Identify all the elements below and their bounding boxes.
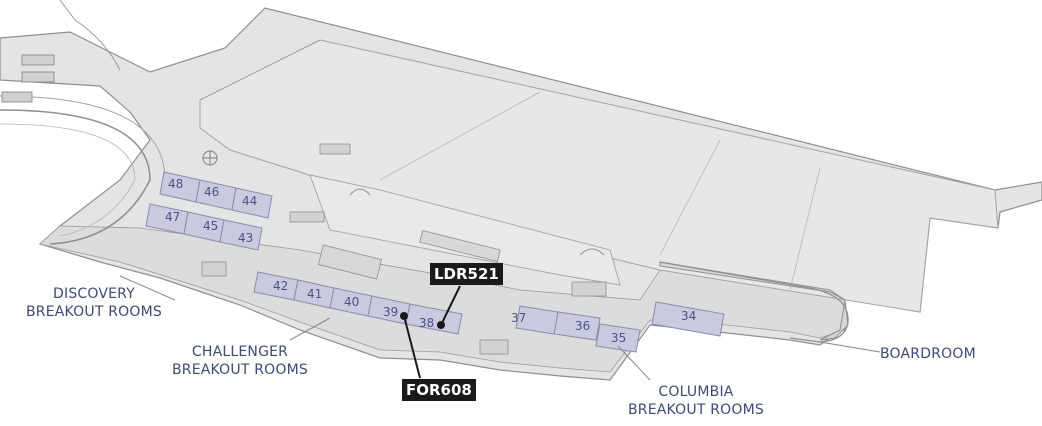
discovery-label-line2: BREAKOUT ROOMS: [26, 304, 162, 320]
discovery-rooms: [145, 171, 273, 251]
label-leaders: [119, 275, 881, 381]
room-48: 48: [168, 177, 183, 191]
boardroom-label: BOARDROOM: [880, 346, 976, 362]
marker-ldr521[interactable]: LDR521: [430, 263, 503, 285]
room-46: 46: [204, 185, 219, 199]
columbia-rooms: [515, 301, 725, 353]
room-41: 41: [307, 287, 322, 301]
room-38: 38: [419, 316, 434, 330]
room-35: 35: [611, 331, 626, 345]
room-36: 36: [575, 319, 590, 333]
marker-for608[interactable]: FOR608: [402, 379, 476, 401]
for608-pointer: [403, 315, 421, 379]
challenger-label-line2: BREAKOUT ROOMS: [172, 362, 308, 378]
columbia-label: COLUMBIA BREAKOUT ROOMS: [628, 383, 764, 419]
for608-dot: [400, 312, 408, 320]
columbia-label-line2: BREAKOUT ROOMS: [628, 402, 764, 418]
discovery-label: DISCOVERY BREAKOUT ROOMS: [26, 285, 162, 321]
boardroom-area: [659, 261, 849, 341]
room-44: 44: [242, 194, 257, 208]
room-numbers: 48 46 44 47 45 43 42 41 40 39 38 37 36 3…: [165, 177, 696, 345]
ldr521-pointer: [440, 285, 461, 326]
room-39: 39: [383, 305, 398, 319]
discovery-label-line1: DISCOVERY: [53, 286, 135, 302]
ldr521-dot: [437, 321, 445, 329]
room-42: 42: [273, 279, 288, 293]
room-43: 43: [238, 231, 253, 245]
challenger-label: CHALLENGER BREAKOUT ROOMS: [172, 343, 308, 379]
rotunda: [0, 109, 151, 245]
room-34: 34: [681, 309, 696, 323]
room-45: 45: [203, 219, 218, 233]
challenger-label-line1: CHALLENGER: [191, 344, 289, 360]
room-47: 47: [165, 210, 180, 224]
columbia-label-line1: COLUMBIA: [658, 384, 734, 400]
room-37: 37: [511, 311, 526, 325]
lower-wing: [39, 225, 846, 373]
room-40: 40: [344, 295, 359, 309]
